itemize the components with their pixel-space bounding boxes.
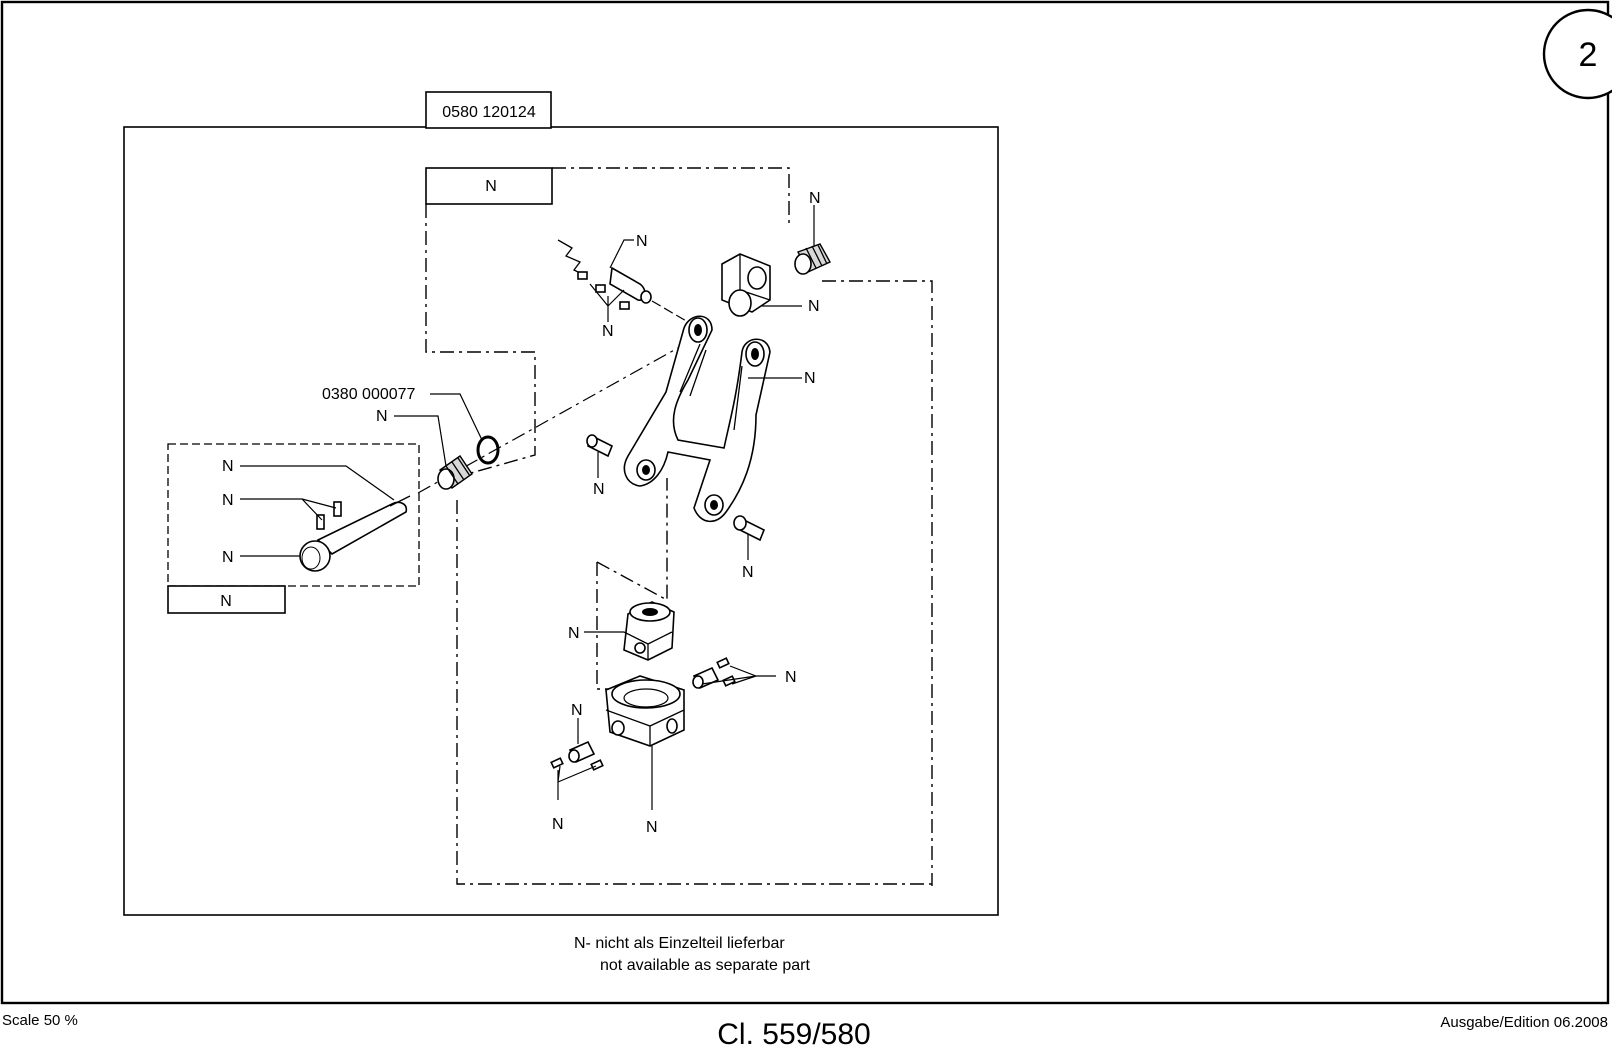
chain-link-assembly: [558, 240, 651, 309]
assembly-frame: [124, 127, 998, 915]
page-number: 2: [1579, 36, 1598, 74]
page-frame: [2, 2, 1608, 1003]
pin-group-box: N: [168, 586, 285, 613]
n-label: N: [809, 190, 821, 207]
group-boundary-upper: [552, 168, 789, 228]
n-label: N: [571, 702, 583, 719]
part-number-0380: 0380 000077: [322, 386, 416, 403]
edition-label: Ausgabe/Edition 06.2008: [1440, 1014, 1608, 1031]
n-label: N: [636, 233, 648, 250]
group-box-upper-label: N: [485, 178, 497, 195]
n-label: N: [222, 492, 234, 509]
rocker-lever: [624, 316, 770, 521]
n-label: N: [376, 408, 388, 425]
n-label: N: [593, 481, 605, 498]
bearing-block: [722, 254, 770, 316]
assembly-number: 0580 120124: [442, 104, 536, 121]
group-boundary-bottom: [457, 500, 932, 884]
pin-group-box-label: N: [220, 593, 232, 610]
n-label: N: [552, 816, 564, 833]
assembly-number-box: 0580 120124: [426, 92, 551, 128]
needle-bearing-left: [438, 456, 472, 489]
group-boundary-right: [822, 281, 932, 886]
coupling-hub: [624, 602, 674, 660]
pin-lever-left: [587, 435, 612, 456]
n-label: N: [804, 370, 816, 387]
pin-lever-right: [734, 516, 764, 540]
group-boundary-hub-top: [597, 478, 667, 600]
model-title: Cl. 559/580: [717, 1018, 870, 1051]
n-label: N: [568, 625, 580, 642]
shaft-pin-assembly: [300, 496, 410, 571]
pins-housing-right: [693, 658, 735, 688]
eccentric-housing: [606, 676, 684, 746]
n-label: N: [222, 458, 234, 475]
pins-housing-left: [551, 742, 603, 770]
legend-german: N- nicht als Einzelteil lieferbar: [574, 935, 785, 952]
n-label: N: [742, 564, 754, 581]
page-number-badge: 2: [1544, 10, 1612, 98]
group-box-upper: N: [426, 168, 552, 204]
n-label: N: [808, 298, 820, 315]
n-label: N: [785, 669, 797, 686]
n-label: N: [602, 323, 614, 340]
n-label: N: [646, 819, 658, 836]
needle-bearing-upper: [795, 244, 830, 274]
legend-english: not available as separate part: [600, 957, 810, 974]
scale-label: Scale 50 %: [2, 1012, 78, 1029]
n-label: N: [222, 549, 234, 566]
